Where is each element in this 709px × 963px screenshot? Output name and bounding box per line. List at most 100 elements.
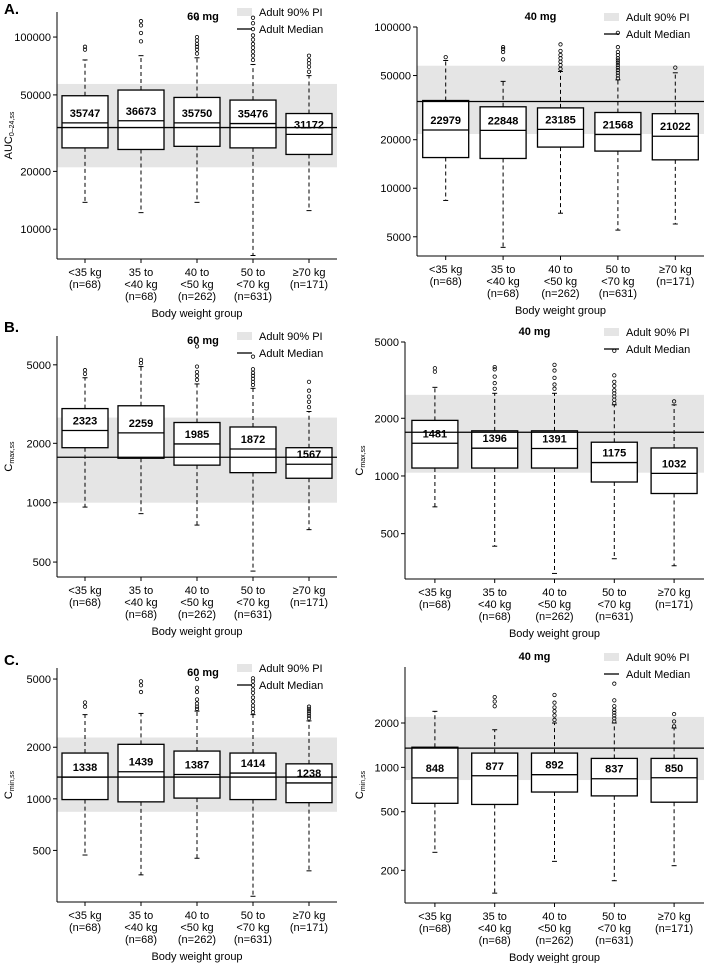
outlier-point [492,364,497,370]
x-category-label: <50 kg [180,279,213,291]
median-value-label: 877 [486,761,504,773]
outlier-point [671,719,677,724]
x-category-label: 50 to [606,264,630,276]
x-category-label: (n=68) [479,611,511,623]
outlier-point [500,49,506,55]
x-category-label: <50 kg [180,922,213,934]
box-2: 1439 [117,679,165,876]
outlier-point [250,15,256,20]
x-category-label: (n=262) [178,609,216,621]
outlier-point [615,76,621,81]
y-axis-label-main: C [354,468,366,476]
median-value-label: 2259 [129,418,153,430]
box-3: 23185 [536,42,585,214]
panel-title: 60 mg [187,667,219,679]
outlier-point [194,44,200,49]
iqr-box [61,407,109,449]
x-category-label: (n=262) [178,291,216,303]
outlier-point [250,21,256,26]
x-category-label: <50 kg [538,599,571,611]
outlier-point [250,33,256,38]
outlier-point [615,58,621,63]
outlier-point [306,53,312,58]
box-5: 1567 [285,379,333,531]
y-tick-label: 500 [381,529,399,541]
x-category-label: 40 to [542,911,566,923]
iqr-box [594,111,642,152]
median-value-label: 1439 [129,757,153,769]
outlier-point [250,367,256,372]
median-value-label: 2323 [73,415,97,427]
iqr-box [650,757,698,803]
box-1: 1481 [411,366,459,508]
iqr-box [530,430,579,469]
panel-title: 40 mg [519,651,551,663]
outlier-point [194,697,200,702]
x-category-label: (n=68) [69,922,101,934]
box-1: 22979 [422,55,470,201]
outlier-point [194,16,200,21]
x-category-label: <40 kg [124,279,157,291]
outlier-point [552,375,557,380]
outlier-point [194,676,200,682]
outlier-point [552,717,557,722]
outlier-point [443,55,448,60]
outlier-point [250,37,256,42]
outlier-point [82,700,88,705]
x-category-label: (n=171) [290,279,328,291]
x-category-label: <35 kg [68,585,101,597]
x-category-label: (n=171) [290,922,328,934]
median-value-label: 848 [426,763,444,775]
outlier-point [194,344,200,349]
median-value-label: 31172 [294,119,324,131]
outlier-point [612,379,617,384]
iqr-box [229,426,277,474]
y-tick-label: 5000 [27,674,51,686]
box-1: 848 [411,710,459,853]
y-tick-label: 20000 [380,135,411,147]
outlier-point [194,38,200,43]
outlier-point [558,52,563,58]
x-category-label: (n=68) [69,279,101,291]
outlier-point [612,704,617,709]
outlier-point [306,64,312,69]
outlier-point [492,381,497,386]
outlier-point [552,709,557,714]
box-4: 21568 [594,30,642,231]
x-category-label: <35 kg [429,264,462,276]
outlier-point [492,699,497,704]
legend-band-label: Adult 90% PI [259,7,323,19]
x-category-label: <70 kg [236,922,269,934]
x-category-label: <50 kg [544,276,577,288]
outlier-point [500,45,506,50]
x-category-label: 50 to [602,911,626,923]
outlier-point [552,692,557,698]
outlier-point [671,399,677,404]
outlier-point [82,368,88,373]
outlier-point [82,44,88,49]
outlier-point [138,30,144,36]
median-value-label: 35747 [70,108,101,120]
legend-band-swatch [604,328,619,336]
x-category-label: <50 kg [180,597,213,609]
x-category-label: <40 kg [478,599,511,611]
x-category-label: (n=631) [234,291,272,303]
outlier-point [138,361,144,366]
x-category-label: 35 to [482,911,506,923]
outlier-point [250,376,256,381]
iqr-box [173,96,221,147]
outlier-point [194,364,200,369]
outlier-point [558,48,563,54]
legend-band-swatch [237,332,252,340]
median-value-label: 1391 [542,433,566,445]
median-value-label: 21022 [660,121,691,133]
x-category-label: 35 to [482,587,506,599]
median-value-label: 1032 [662,458,686,470]
outlier-point [552,386,557,391]
